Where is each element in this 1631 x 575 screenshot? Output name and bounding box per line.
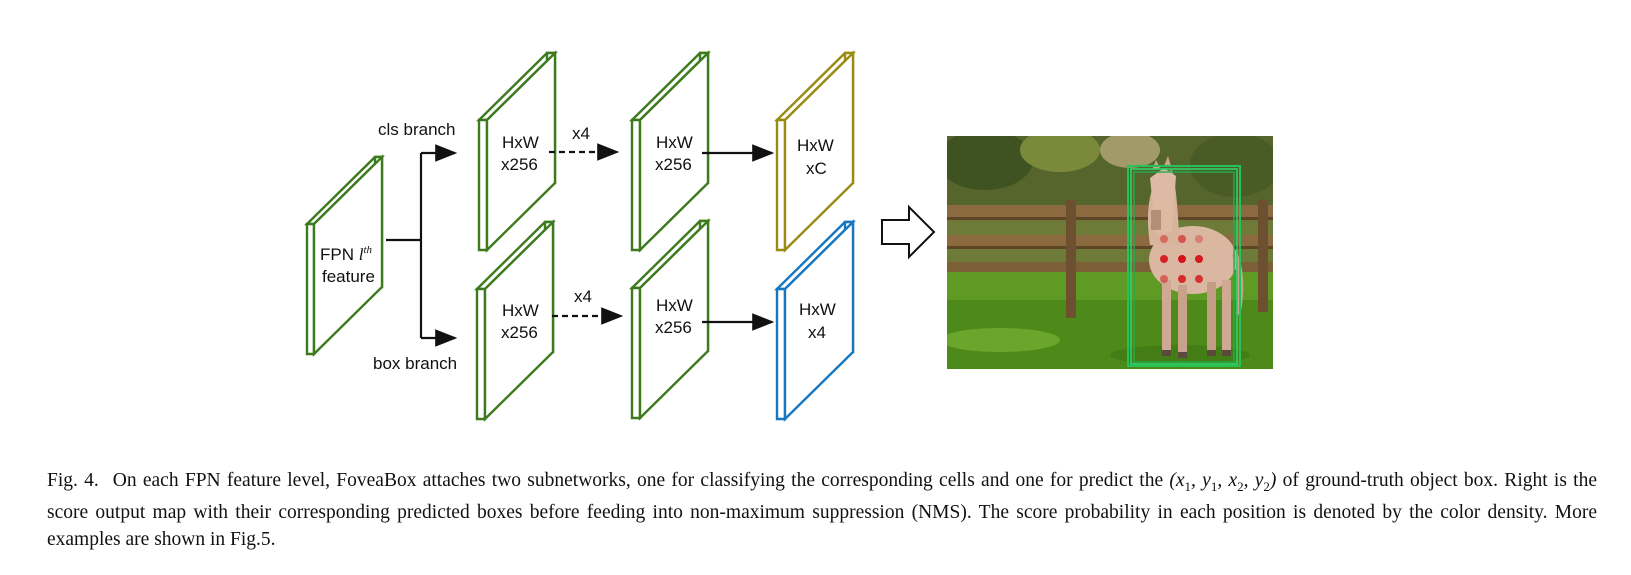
caption-coords: (x1, y1, x2, y2) xyxy=(1169,470,1277,494)
box-block-1-channels: x256 xyxy=(501,323,538,342)
cls-conv-block-2 xyxy=(629,50,711,253)
horse-photo xyxy=(947,136,1273,369)
caption-text-part2: of ground-truth object box. Right is the… xyxy=(47,470,1598,550)
fpn-label-line2: feature xyxy=(322,267,375,286)
box-block-2-channels: x256 xyxy=(655,318,692,337)
box-block-1-dim: HxW xyxy=(502,301,539,320)
box-block-2-dim: HxW xyxy=(656,296,693,315)
box-repeat-label: x4 xyxy=(574,287,592,306)
caption-text-part1: On each FPN feature level, FoveaBox atta… xyxy=(112,470,1170,491)
box-output-channels: x4 xyxy=(808,323,826,342)
predicted-box-middle xyxy=(1130,168,1238,365)
foveabox-diagram: FPN lth feature cls branch box branch Hx… xyxy=(304,50,1273,422)
figure-label: Fig. 4. xyxy=(47,470,99,491)
hollow-arrow-icon xyxy=(881,204,936,260)
cls-repeat-label: x4 xyxy=(572,124,590,143)
cls-block-1-dim: HxW xyxy=(502,133,539,152)
cls-output-channels: xC xyxy=(806,159,827,178)
box-output-block xyxy=(774,219,856,422)
cls-output-block xyxy=(774,50,856,253)
cls-conv-block-1 xyxy=(476,50,558,253)
figure-caption: Fig. 4. On each FPN feature level, FoveaB… xyxy=(47,468,1597,553)
cls-block-1-channels: x256 xyxy=(501,155,538,174)
fpn-feature-block xyxy=(304,154,385,357)
box-conv-block-1 xyxy=(474,219,556,422)
score-dots xyxy=(1160,235,1203,283)
cls-branch-label: cls branch xyxy=(378,120,455,139)
cls-block-2-dim: HxW xyxy=(656,133,693,152)
cls-output-dim: HxW xyxy=(797,136,834,155)
cls-block-2-channels: x256 xyxy=(655,155,692,174)
box-branch-label: box branch xyxy=(373,354,457,373)
predicted-box-outer xyxy=(1127,165,1241,367)
box-conv-block-2 xyxy=(629,218,711,421)
predicted-box-inner xyxy=(1133,171,1235,363)
branch-connector xyxy=(386,144,458,347)
fpn-label-line1: FPN lth xyxy=(320,244,373,264)
box-output-dim: HxW xyxy=(799,300,836,319)
